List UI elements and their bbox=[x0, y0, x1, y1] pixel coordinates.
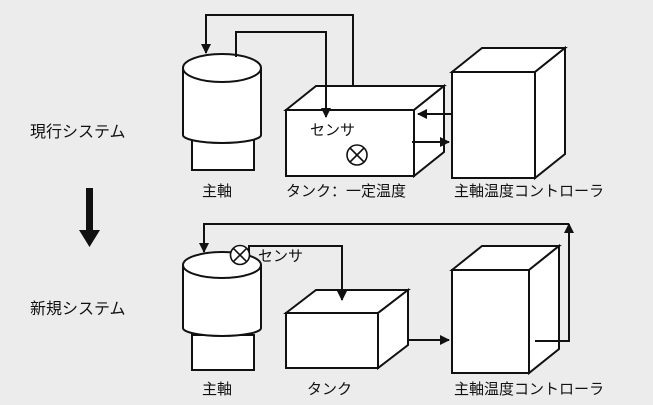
tank-top bbox=[283, 83, 447, 179]
sensor-label-top: センサ bbox=[310, 121, 355, 139]
tank-bottom bbox=[283, 287, 411, 371]
spindle-bottom bbox=[182, 251, 262, 371]
tank-label-top: タンク：一定温度 bbox=[286, 182, 406, 200]
sensor-icon bbox=[346, 144, 368, 166]
current-system-label: 現行システム bbox=[30, 122, 126, 141]
sensor-icon-bottom bbox=[229, 244, 251, 266]
controller-label-top: 主軸温度コントローラ bbox=[454, 182, 604, 200]
spindle-label-bottom: 主軸 bbox=[202, 380, 232, 398]
controller-bottom bbox=[449, 243, 562, 376]
controller-label-bottom: 主軸温度コントローラ bbox=[454, 380, 604, 398]
spindle-top bbox=[182, 53, 262, 171]
spindle-label-top: 主軸 bbox=[202, 182, 232, 200]
arrow-down-icon bbox=[79, 188, 100, 247]
top-pipes bbox=[201, 14, 452, 147]
tank-label-bottom: タンク bbox=[307, 380, 352, 398]
controller-top bbox=[449, 45, 568, 181]
sensor-label-bottom: センサ bbox=[258, 247, 303, 265]
new-system-label: 新規システム bbox=[30, 299, 126, 318]
bottom-pipes bbox=[199, 223, 574, 345]
